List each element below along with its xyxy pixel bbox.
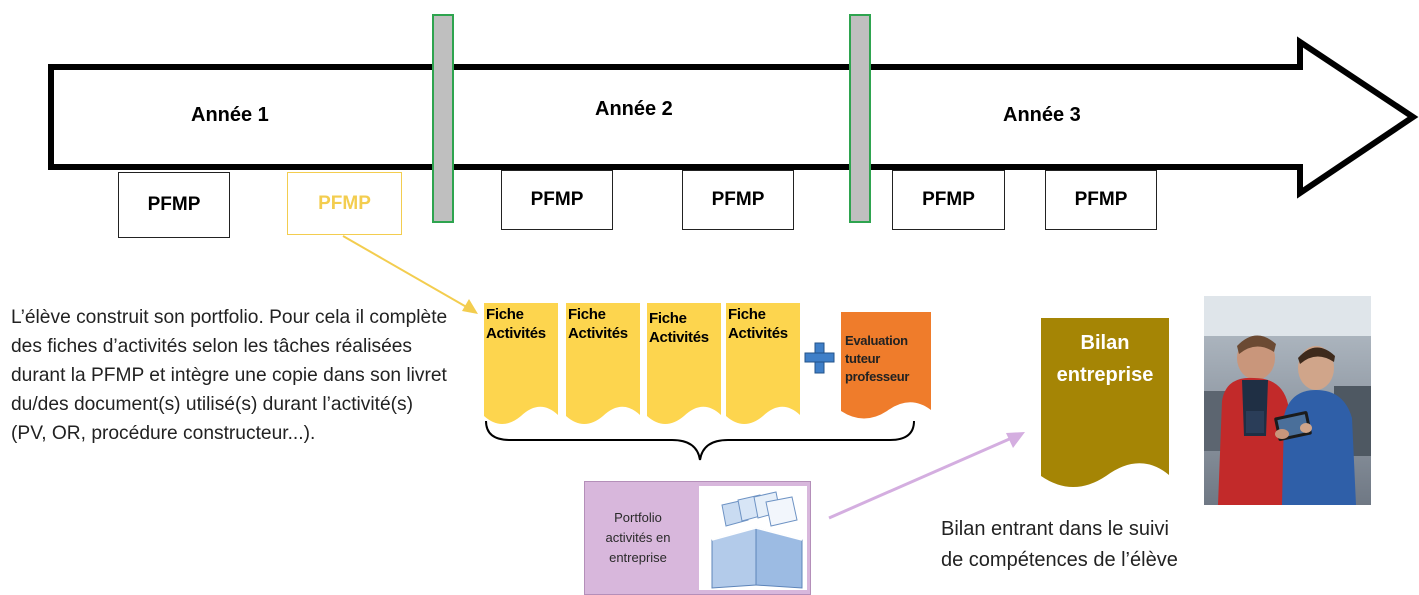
sheet-line-2: Activités [568, 325, 628, 342]
caption-line-1: Bilan entrant dans le suivi [941, 518, 1169, 540]
portfolio-line-2: activités en [605, 530, 671, 545]
activity-sheet-4 [726, 303, 800, 424]
sheet-line-2: Activités [486, 325, 546, 342]
folder-icon [699, 486, 807, 590]
pfmp-box: PFMP [892, 170, 1005, 230]
bilan-label: Bilan entreprise [1042, 327, 1168, 391]
connector-arrow-purple [828, 435, 1015, 520]
pfmp-box-highlighted: PFMP [287, 172, 402, 235]
bilan-caption: Bilan entrant dans le suivi de compétenc… [941, 514, 1271, 576]
grouping-brace [485, 420, 915, 461]
mechanics-photo [1204, 296, 1371, 505]
sheet-line-2: Activités [649, 329, 709, 346]
caption-line-2: de compétences de l’élève [941, 549, 1178, 571]
connector-arrowhead-purple [1006, 432, 1025, 448]
evaluation-line-3: professeur [845, 369, 910, 384]
intro-paragraph: L’élève construit son portfolio. Pour ce… [11, 307, 448, 444]
activity-sheet-3 [647, 303, 721, 424]
milestone-bar-2 [849, 14, 871, 223]
sheet-line-1: Fiche [728, 306, 766, 323]
sheet-line-2: Activités [728, 325, 788, 342]
sheet-line-1: Fiche [568, 306, 606, 323]
milestone-bar-1 [432, 14, 454, 223]
activity-sheet-2 [566, 303, 640, 424]
portfolio-label: Portfolio activités en entreprise [592, 508, 684, 568]
activity-sheet-label-2: Fiche Activités [568, 305, 628, 343]
pfmp-box: PFMP [1045, 170, 1157, 230]
bilan-line-1: Bilan [1080, 332, 1130, 354]
sheet-line-1: Fiche [486, 306, 524, 323]
year-label-3: Année 3 [1003, 104, 1081, 126]
pfmp-box: PFMP [118, 172, 230, 238]
pfmp-box: PFMP [501, 170, 613, 230]
activity-sheet-label-3: Fiche Activités [649, 309, 709, 347]
plus-icon [804, 342, 835, 374]
activity-sheet-label-4: Fiche Activités [728, 305, 788, 343]
pfmp-box: PFMP [682, 170, 794, 230]
evaluation-line-1: Evaluation [845, 333, 908, 348]
year-label-2: Année 2 [595, 98, 673, 120]
evaluation-line-2: tuteur [845, 351, 881, 366]
bilan-document [1041, 318, 1169, 487]
year-label-1: Année 1 [191, 104, 269, 126]
connector-arrow-yellow [342, 235, 471, 310]
evaluation-sheet [841, 312, 931, 419]
connector-arrowhead-yellow [462, 299, 478, 314]
activity-sheet-1 [484, 303, 558, 424]
timeline-arrow [48, 36, 1419, 199]
portfolio-line-3: entreprise [609, 550, 667, 565]
bilan-line-2: entreprise [1056, 364, 1154, 386]
evaluation-sheet-label: Evaluation tuteur professeur [845, 332, 910, 386]
sheet-line-1: Fiche [649, 310, 687, 327]
activity-sheet-label-1: Fiche Activités [486, 305, 546, 343]
portfolio-line-1: Portfolio [614, 510, 662, 525]
